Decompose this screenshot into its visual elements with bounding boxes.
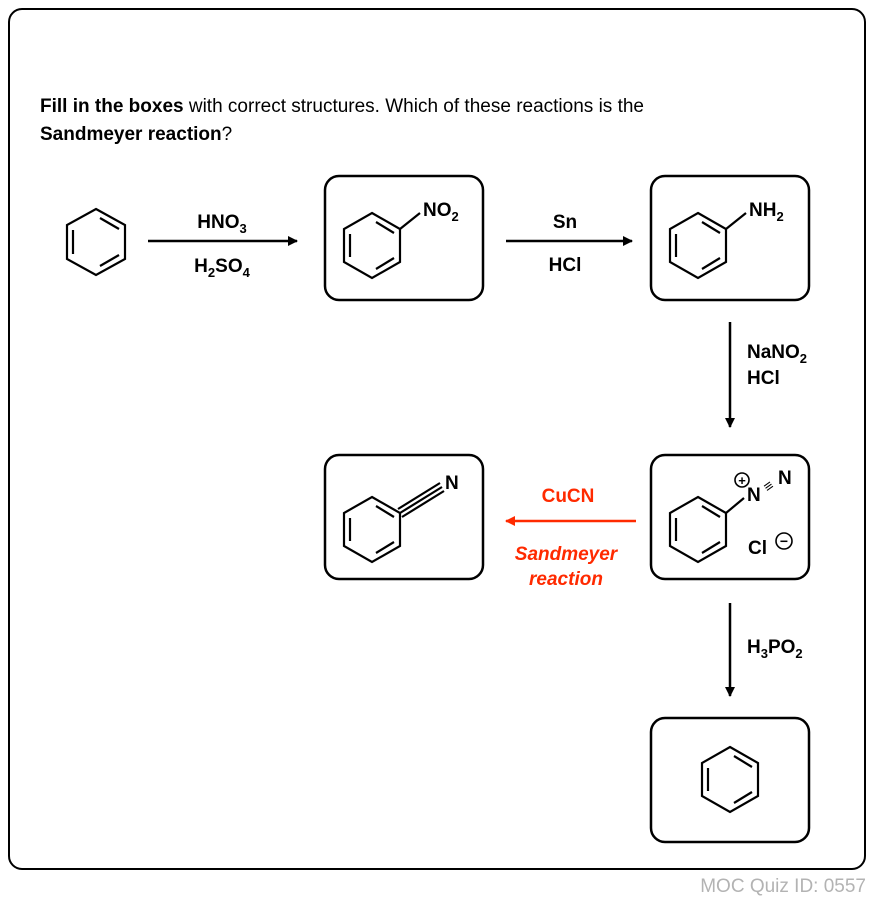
reagent-hno3: HNO3 (197, 212, 246, 236)
box-nitrobenzene (323, 174, 485, 302)
question-text: Fill in the boxes with correct structure… (40, 93, 800, 149)
box-aniline (649, 174, 811, 302)
benzonitrile-ring (342, 482, 445, 564)
benzene-product-ring (700, 745, 760, 814)
plus-charge-icon (734, 472, 750, 488)
box-benzene-product (649, 716, 811, 844)
diazo-n2: N (778, 468, 792, 489)
reagent-h3po2: H3PO2 (747, 637, 803, 661)
minus-charge-icon (775, 532, 793, 550)
quiz-card (8, 8, 866, 870)
sandmeyer-label-1: Sandmeyer (515, 544, 619, 565)
question-bold-1: Fill in the boxes (40, 96, 184, 117)
aniline-ring (668, 211, 747, 280)
amine-group-label: NH2 (749, 200, 784, 224)
question-text-2: ? (221, 124, 233, 145)
box-diazonium (649, 453, 811, 581)
diazonium-ring (668, 495, 745, 564)
question-text-1: with correct structures. Which of these … (183, 96, 644, 117)
box-benzonitrile (323, 453, 485, 581)
question-bold-2: Sandmeyer reaction (40, 124, 222, 145)
reagent-hcl-2: HCl (747, 368, 780, 389)
benzene-start (65, 207, 127, 277)
plus-charge-sign: + (738, 473, 746, 488)
reagent-nano2: NaNO2 (747, 342, 807, 366)
reagent-h2so4: H2SO4 (194, 256, 250, 280)
diazo-n1: N (747, 485, 761, 506)
reagent-sn: Sn (553, 212, 577, 233)
reagent-hcl-1: HCl (549, 255, 582, 276)
nitro-group-label: NO2 (423, 200, 459, 224)
nitrobenzene-ring (342, 211, 421, 280)
quiz-id-footer: MOC Quiz ID: 0557 (700, 876, 866, 897)
diazo-triple-bond: ≡ (760, 477, 777, 496)
chloride-label: Cl (748, 538, 767, 559)
minus-charge-sign: − (780, 533, 788, 549)
sandmeyer-label-2: reaction (529, 569, 603, 590)
nitrile-n-label: N (445, 473, 459, 494)
reagent-cucn: CuCN (542, 486, 595, 507)
